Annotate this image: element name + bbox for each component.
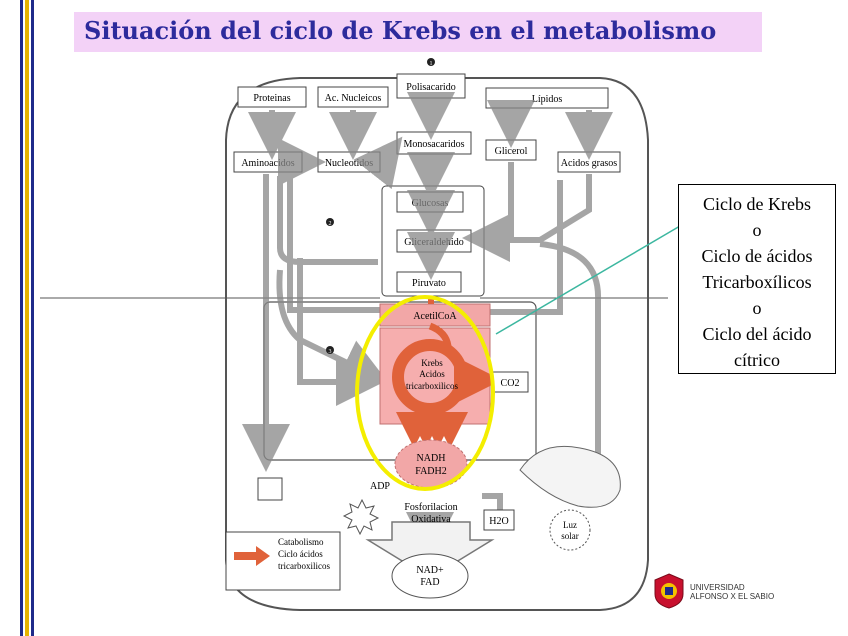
luz-solar-burst: [549, 509, 591, 551]
cell-outline: [225, 77, 649, 611]
label-co2: CO2: [501, 378, 520, 389]
callout-line-4: Tricarboxílicos: [702, 272, 812, 292]
label-oxidativa: Oxidativa: [411, 514, 451, 525]
label-fad: FAD: [420, 577, 439, 588]
small-box-left: [257, 477, 283, 501]
callout-line-7: cítrico: [734, 350, 780, 370]
left-bar-gold: [25, 0, 29, 636]
label-nad: NAD+: [416, 565, 444, 576]
university-crest-logo: [654, 573, 684, 609]
left-bar-blue-inner: [31, 0, 34, 636]
label-piruvato: Piruvato: [412, 278, 446, 289]
svg-text:3: 3: [329, 349, 332, 355]
label-krebs-2: Acidos: [419, 369, 445, 379]
label-solar: solar: [561, 531, 579, 541]
krebs-highlight-ellipse: [355, 295, 495, 491]
legend-text-2: Ciclo ácidos: [278, 549, 323, 559]
label-proteinas: Proteinas: [253, 93, 290, 104]
svg-text:2: 2: [329, 221, 332, 227]
svg-text:1: 1: [430, 61, 433, 67]
acetilcoa-to-krebs-arrow: [428, 322, 452, 347]
label-polisacarido: Polisacarido: [406, 82, 455, 93]
callout-line-6: Ciclo del ácido: [702, 324, 812, 344]
label-gliceraldehido: Gliceraldehido: [404, 237, 463, 248]
label-luz: Luz: [563, 520, 577, 530]
krebs-callout-box: Ciclo de Krebs o Ciclo de ácidos Tricarb…: [678, 184, 836, 374]
label-fosforilacion: Fosforilacion: [404, 502, 457, 513]
atp-burst: [342, 498, 380, 536]
box-h2o: [483, 509, 515, 531]
label-adp: ADP: [370, 481, 390, 492]
pathway-arrows: [242, 92, 613, 560]
university-name: UNIVERSIDAD ALFONSO X EL SABIO: [690, 583, 774, 601]
callout-line-1: Ciclo de Krebs: [703, 194, 811, 214]
chloroplast-shape: [519, 445, 621, 508]
callout-line-5: o: [752, 298, 762, 318]
label-nucleotidos: Nucleotidos: [325, 158, 373, 169]
legend-orange-arrow: [234, 546, 270, 566]
label-krebs-1: Krebs: [421, 358, 443, 368]
label-lipidos: Lípidos: [532, 94, 563, 105]
label-h2o: H2O: [489, 516, 508, 527]
callout-line-3: Ciclo de ácidos: [701, 246, 813, 266]
label-fadh2: FADH2: [415, 466, 446, 477]
label-acidos-grasos: Acidos grasos: [561, 158, 617, 169]
legend-text-3: tricarboxilicos: [278, 561, 330, 571]
left-bar-blue-outer: [20, 0, 23, 636]
krebs-output-arrows: [396, 412, 468, 448]
legend-text-1: Catabolismo: [278, 537, 324, 547]
title-banner: Situación del ciclo de Krebs en el metab…: [74, 12, 762, 52]
label-acetilcoa: AcetilCoA: [413, 311, 457, 322]
label-glicerol: Glicerol: [495, 146, 528, 157]
label-monosacaridos: Monosacaridos: [403, 139, 464, 150]
label-nadh: NADH: [417, 453, 446, 464]
university-line-2: ALFONSO X EL SABIO: [690, 592, 775, 601]
callout-line-2: o: [752, 220, 762, 240]
label-krebs-3: tricarboxilicos: [406, 381, 458, 391]
legend-box: [225, 531, 341, 591]
label-aminoacidos: Aminoacidos: [241, 158, 294, 169]
callout-line: [495, 225, 681, 335]
box-proteinas: [237, 86, 307, 108]
label-ac-nucleicos: Ac. Nucleicos: [325, 93, 382, 104]
nadh-burst: [394, 439, 468, 489]
nad-oval: [391, 553, 469, 599]
label-glucosas: Glucosas: [412, 198, 449, 209]
university-line-1: UNIVERSIDAD: [690, 583, 745, 592]
lower-arrow: [365, 521, 495, 579]
stage-markers: 1 2 3: [326, 58, 435, 355]
box-ac-nucleicos: [317, 86, 389, 108]
page-title: Situación del ciclo de Krebs en el metab…: [84, 16, 717, 45]
